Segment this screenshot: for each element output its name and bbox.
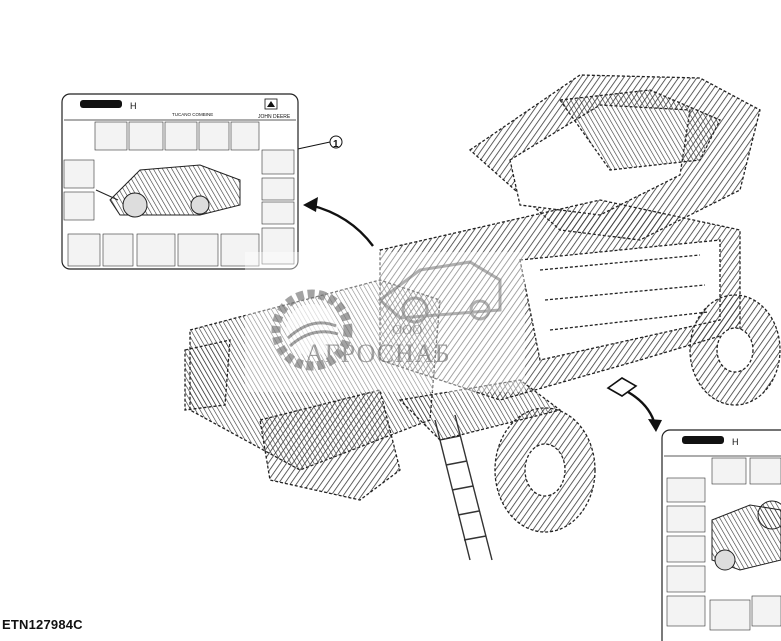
gear-icon xyxy=(271,289,353,371)
feeder-house xyxy=(259,389,401,501)
figure-code: ETN127984C xyxy=(2,617,83,632)
svg-text:H: H xyxy=(130,101,137,111)
grain-tank xyxy=(558,89,721,171)
combine-harvester-drawing xyxy=(184,74,781,561)
watermark: ООО АГРОСНАБ xyxy=(245,252,525,392)
watermark-prefix: ООО xyxy=(392,323,422,338)
arrowhead-upper xyxy=(303,197,318,212)
combine-silhouette-icon xyxy=(377,260,502,324)
decal-sheet-lower: H xyxy=(661,429,781,641)
arrow-to-upper-decal xyxy=(309,203,374,247)
decal-sheet-title: TUCANO COMBINE xyxy=(172,112,213,117)
callout-number: 1 xyxy=(333,139,339,150)
arrowhead-lower xyxy=(648,419,662,432)
svg-text:H: H xyxy=(732,437,739,447)
deer-logo-icon xyxy=(264,98,278,110)
decal-location-marker xyxy=(606,377,638,397)
mini-combine-icon xyxy=(95,164,241,218)
decal-sheet-upper: H TUCANO COMBINE JOHN DEERE xyxy=(61,93,299,270)
brand-label: JOHN DEERE xyxy=(258,114,291,120)
watermark-name: АГРОСНАБ xyxy=(305,339,451,368)
